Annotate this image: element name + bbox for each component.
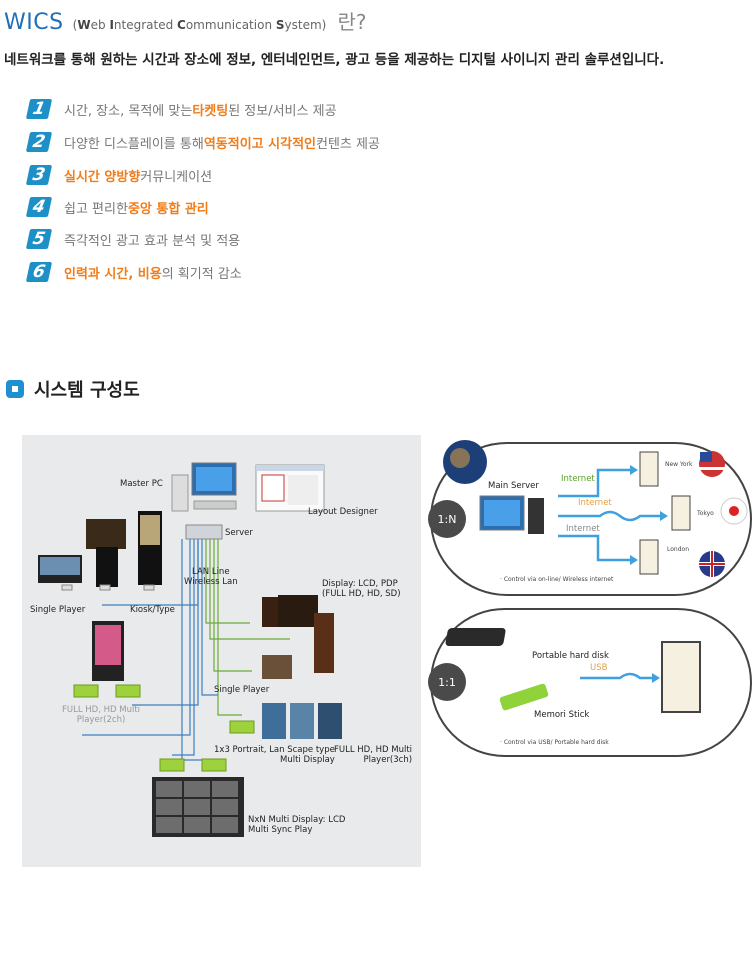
server-label: Server — [225, 528, 253, 538]
feature-number: 6 — [25, 262, 53, 282]
portrait-display-icon — [262, 703, 286, 739]
player-box-icon — [201, 758, 227, 772]
japan-flag-icon — [720, 497, 748, 525]
feature-item: 3 실시간 양방향 커뮤니케이션 — [25, 164, 212, 186]
feature-number: 2 — [25, 132, 53, 152]
ratio-badge: 1:1 — [428, 663, 466, 701]
player-box-icon — [229, 720, 255, 734]
feature-number: 3 — [25, 165, 53, 185]
square-bullet-icon — [6, 380, 24, 398]
display-label: Display: LCD, PDP(FULL HD, HD, SD) — [322, 579, 401, 599]
server-icon — [185, 524, 223, 540]
internet-label: Internet — [566, 524, 600, 534]
portrait-display-icon — [290, 703, 314, 739]
feature-number: 1 — [25, 99, 53, 119]
master-pc-icon — [171, 462, 237, 512]
panel-note: · Control via USB/ Portable hard disk — [500, 739, 609, 746]
display-icon — [639, 539, 659, 575]
single-player-label: Single Player — [30, 605, 86, 615]
display-icon — [639, 451, 659, 487]
feature-item: 2 다양한 디스플레이를 통해 역동적이고 시각적인 컨텐츠 제공 — [25, 131, 380, 153]
diagram-graphics — [38, 462, 342, 837]
kiosk-label: Kiosk/Type — [130, 605, 175, 615]
main-server-label: Main Server — [488, 481, 539, 491]
layout-designer-icon — [255, 464, 325, 512]
feature-item: 1 시간, 장소, 목적에 맞는 타켓팅 된 정보/서비스 제공 — [25, 98, 337, 120]
display-icon — [661, 641, 701, 713]
master-pc-label: Master PC — [120, 479, 163, 489]
display-icon — [671, 495, 691, 531]
page-title: WICS (Web Integrated Communication Syste… — [4, 6, 366, 35]
player-box-icon — [115, 684, 141, 698]
display-group-icon — [262, 595, 334, 679]
panel-note: · Control via on-line/ Wireless internet — [500, 576, 614, 583]
system-diagram: Master PC Layout Designer Server LAN Lin… — [22, 435, 421, 867]
portrait-display-icon — [318, 703, 342, 739]
feature-item: 5 즉각적인 광고 효과 분석 및 적용 — [25, 228, 240, 250]
brand-expansion: (Web Integrated Communication System) — [72, 18, 327, 32]
internet-label: Internet — [578, 498, 612, 508]
us-flag-icon — [699, 451, 725, 477]
player-box-icon — [159, 758, 185, 772]
city-label: Tokyo — [697, 510, 714, 517]
usb-stick-icon — [499, 683, 549, 711]
feature-number: 5 — [25, 229, 53, 249]
feature-number: 4 — [25, 197, 53, 217]
city-label: London — [667, 546, 689, 553]
right-diagram-graphics — [443, 440, 748, 713]
title-question: 란? — [337, 10, 367, 34]
page-subtitle: 네트워크를 통해 원하는 시간과 장소에 정보, 엔터네인먼트, 광고 등을 제… — [4, 52, 665, 68]
hard-disk-icon — [445, 628, 506, 646]
usb-label: USB — [590, 663, 608, 673]
layout-designer-label: Layout Designer — [308, 507, 378, 517]
city-label: New York — [665, 461, 693, 468]
uk-flag-icon — [699, 551, 725, 577]
feature-item: 4 쉽고 편리한 중앙 통합 관리 — [25, 196, 209, 218]
hard-disk-label: Portable hard disk — [532, 651, 609, 661]
brand-name: WICS — [4, 10, 64, 35]
ratio-badge: 1:N — [428, 500, 466, 538]
memory-stick-label: Memori Stick — [534, 710, 590, 720]
single-player-label: Single Player — [214, 685, 270, 695]
player-box-icon — [73, 684, 99, 698]
internet-label: Internet — [561, 474, 595, 484]
section-heading: 시스템 구성도 — [6, 376, 140, 402]
